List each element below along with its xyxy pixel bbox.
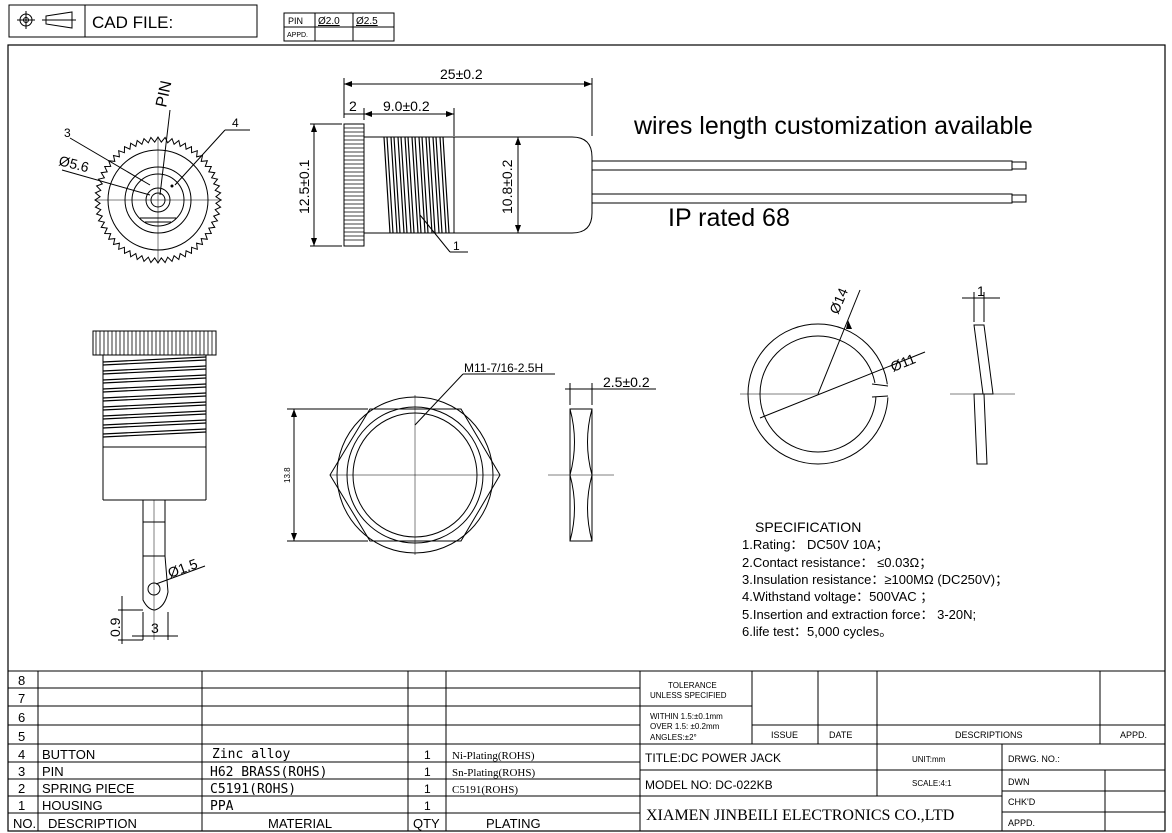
bom-row-qty: 1 xyxy=(424,748,431,762)
nut-thickness-dim: 2.5±0.2 xyxy=(603,374,650,390)
wires-note: wires length customization available xyxy=(633,112,1033,140)
bom-header-plating: PLATING xyxy=(486,816,541,831)
bom-empty-row-no: 6 xyxy=(18,710,25,725)
bom-row-material: H62 BRASS(ROHS) xyxy=(210,765,327,780)
washer-od-dim: Ø14 xyxy=(826,285,851,316)
bom-row-description: PIN xyxy=(42,764,64,779)
lug-tip-dim: 0.9 xyxy=(107,617,123,637)
header-block: CAD FILE: PIN Ø2.0 Ø2.5 APPD. xyxy=(8,4,395,42)
spec-item: 6.life test：5,000 cycles。 xyxy=(742,624,892,639)
washer-side-view: 1 xyxy=(950,283,1015,465)
washer-view: Ø14 Ø11 xyxy=(740,285,926,465)
tolerance-sub-label: UNLESS SPECIFIED xyxy=(650,691,727,700)
thread-length-dim: 9.0±0.2 xyxy=(383,98,430,114)
spec-item: 4.Withstand voltage：500VAC ； xyxy=(742,589,933,605)
spec-item: 2.Contact resistance： ≤0.03Ω； xyxy=(742,555,932,571)
thread-dia-dim: 10.8±0.2 xyxy=(499,159,515,214)
date-header: DATE xyxy=(829,730,852,740)
bom-row-qty: 1 xyxy=(424,782,431,796)
bom-table: 8 7 6 5 4 BUTTON Zinc alloy 1 Ni-Plating… xyxy=(8,670,1165,831)
appd-signoff-label: APPD. xyxy=(1008,818,1035,828)
drwg-no-label: DRWG. NO.: xyxy=(1008,754,1060,764)
bom-header-no: NO. xyxy=(13,816,36,831)
pin-label: PIN xyxy=(288,16,303,26)
appd-header: APPD. xyxy=(1120,730,1147,740)
bom-row-no: 1 xyxy=(18,798,25,813)
bom-row-no: 4 xyxy=(18,747,25,762)
ip-rating-note: IP rated 68 xyxy=(668,204,790,232)
unit-label: UNIT:mm xyxy=(912,755,946,764)
nut-width-dim: 2 xyxy=(349,98,357,114)
side-view: 25±0.2 2 9.0±0.2 12.5±0.1 10.8±0.2 1 xyxy=(296,66,1027,253)
bom-row-description: SPRING PIECE xyxy=(42,781,135,796)
lug-hole-dim: Ø1.5 xyxy=(166,555,200,580)
specification-block: SPECIFICATION 1.Rating： DC50V 10A； 2.Con… xyxy=(742,519,1008,639)
bom-row-material: C5191(ROHS) xyxy=(210,782,296,797)
bom-row-plating: Ni-Plating(ROHS) xyxy=(452,750,535,762)
issue-header: ISSUE xyxy=(771,730,798,740)
pin-size-1: Ø2.0 xyxy=(318,16,340,27)
bom-empty-row-no: 8 xyxy=(18,673,25,688)
pin-callout: PIN xyxy=(153,79,175,109)
bom-header-qty: QTY xyxy=(413,816,440,831)
elevation-view: Ø1.5 0.9 3 xyxy=(92,330,217,644)
bom-empty-row-no: 7 xyxy=(18,691,25,706)
callout-3-front: 3 xyxy=(64,126,71,140)
appd-label: APPD. xyxy=(287,32,308,39)
washer-id-dim: Ø11 xyxy=(888,350,918,374)
model-no: MODEL NO: DC-022KB xyxy=(645,778,773,792)
callout-1-side: 1 xyxy=(453,239,460,253)
body-dia-dim: 12.5±0.1 xyxy=(296,159,312,214)
tolerance-within: WITHIN 1.5:±0.1mm xyxy=(650,712,723,721)
washer-thickness-dim: 1 xyxy=(977,283,985,299)
pin-size-2: Ø2.5 xyxy=(356,16,378,27)
projection-symbol-icon xyxy=(17,11,76,29)
tolerance-angles: ANGLES:±2° xyxy=(650,733,697,742)
spec-item: 5.Insertion and extraction force： 3-20N; xyxy=(742,607,976,622)
bom-row-no: 3 xyxy=(18,764,25,779)
nut-height-dim: 13.8 xyxy=(283,467,292,483)
bom-row-material: PPA xyxy=(210,799,234,814)
nut-side-view: 2.5±0.2 xyxy=(548,374,656,542)
spec-item: 3.Insulation resistance：≥100MΩ (DC250V)； xyxy=(742,572,1008,588)
front-end-view: 3 4 PIN Ø5.6 xyxy=(57,79,250,264)
bom-row-plating: Sn-Plating(ROHS) xyxy=(452,767,535,779)
tolerance-over: OVER 1.5: ±0.2mm xyxy=(650,722,720,731)
drawing-title: TITLE:DC POWER JACK xyxy=(645,751,781,765)
thread-spec-label: M11-7/16-2.5H xyxy=(464,361,543,375)
spec-title: SPECIFICATION xyxy=(755,519,861,535)
chkd-label: CHK'D xyxy=(1008,797,1036,807)
bom-row-no: 2 xyxy=(18,781,25,796)
lug-width-dim: 3 xyxy=(151,620,159,636)
scale-label: SCALE:4:1 xyxy=(912,779,952,788)
spec-item: 1.Rating： DC50V 10A； xyxy=(742,537,889,553)
company-name: XIAMEN JINBEILI ELECTRONICS CO.,LTD xyxy=(646,807,954,824)
bom-row-qty: 1 xyxy=(424,765,431,779)
callout-4-front: 4 xyxy=(232,116,239,130)
title-block: TOLERANCE UNLESS SPECIFIED WITHIN 1.5:±0… xyxy=(640,671,1165,831)
bom-row-qty: 1 xyxy=(424,799,431,813)
drawing-frame xyxy=(7,44,1166,832)
bom-row-plating: C5191(ROHS) xyxy=(452,784,518,796)
cad-file-label: CAD FILE: xyxy=(92,13,173,32)
bom-header-material: MATERIAL xyxy=(268,816,332,831)
bom-header-description: DESCRIPTION xyxy=(48,816,137,831)
bom-row-material: Zinc alloy xyxy=(212,747,290,762)
bom-row-description: BUTTON xyxy=(42,747,95,762)
overall-length-dim: 25±0.2 xyxy=(440,66,483,82)
tolerance-label: TOLERANCE xyxy=(668,681,717,690)
bom-row-description: HOUSING xyxy=(42,798,103,813)
hole-dia-dim: Ø5.6 xyxy=(57,152,91,175)
descriptions-header: DESCRIPTIONS xyxy=(955,730,1023,740)
hex-nut-view: M11-7/16-2.5H 13.8 xyxy=(283,361,555,555)
dwn-label: DWN xyxy=(1008,777,1030,787)
bom-empty-row-no: 5 xyxy=(18,729,25,744)
